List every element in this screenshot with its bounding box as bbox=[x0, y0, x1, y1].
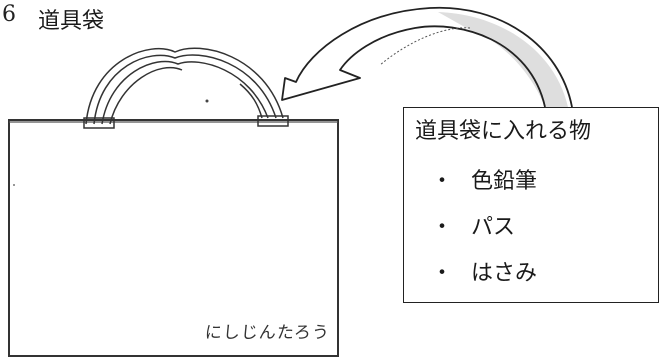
stray-dot bbox=[205, 99, 209, 103]
list-item: ・ 色鉛筆 bbox=[404, 168, 658, 214]
bullet-icon: ・ bbox=[431, 261, 454, 286]
arrow-shading bbox=[438, 12, 568, 107]
section-heading: 6 道具袋 bbox=[2, 2, 104, 35]
arrow-outline bbox=[281, 6, 573, 108]
list-item-label: 色鉛筆 bbox=[471, 169, 538, 194]
bag-body bbox=[8, 119, 339, 357]
list-item-label: はさみ bbox=[471, 261, 538, 286]
bullet-icon: ・ bbox=[431, 169, 454, 194]
bullet-icon: ・ bbox=[431, 215, 454, 240]
list-item: ・ はさみ bbox=[404, 260, 658, 306]
bag-contents-title: 道具袋に入れる物 bbox=[415, 119, 592, 144]
bag-name-label: にしじんたろう bbox=[204, 323, 331, 343]
section-number: 6 bbox=[2, 2, 16, 27]
bag-handles bbox=[83, 47, 289, 129]
list-item-label: パス bbox=[471, 215, 516, 240]
bag-contents-box: 道具袋に入れる物 ・ 色鉛筆 ・ パス ・ はさみ bbox=[403, 107, 659, 303]
section-title: 道具袋 bbox=[38, 9, 105, 34]
list-item: ・ パス bbox=[404, 214, 658, 260]
curved-arrow bbox=[281, 6, 573, 108]
arrow-inner-curve bbox=[379, 27, 471, 66]
stray-dot bbox=[13, 184, 15, 186]
bag-contents-list: ・ 色鉛筆 ・ パス ・ はさみ bbox=[404, 168, 658, 306]
